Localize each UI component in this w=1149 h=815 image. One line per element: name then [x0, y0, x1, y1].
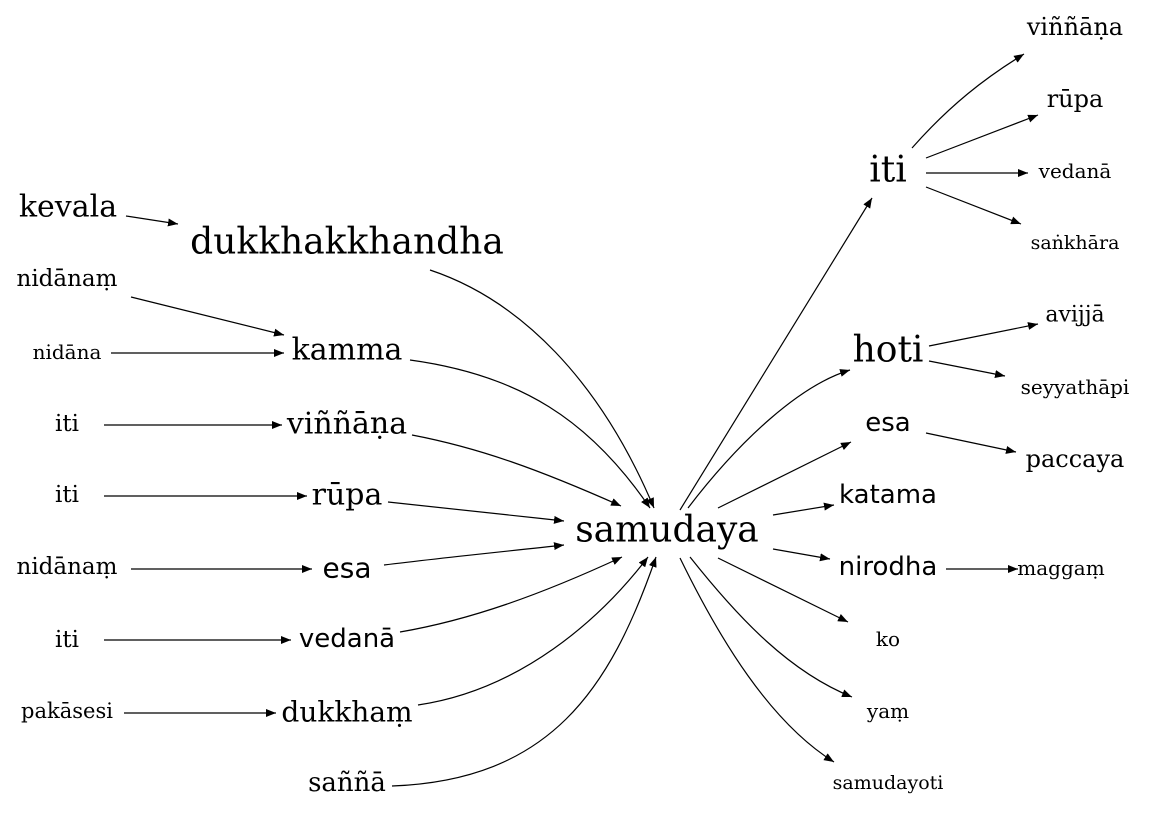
- node-hoti: hoti: [853, 330, 924, 371]
- node-rupa-right: rūpa: [1047, 85, 1104, 113]
- node-iti-left-2: iti: [55, 482, 79, 508]
- node-nidanam-1: nidānaṃ: [17, 266, 118, 292]
- node-vedana-right: vedanā: [1038, 159, 1112, 183]
- edge-samudaya-to-yam: [689, 556, 853, 698]
- edge-iti-right-to-vinnana-right: [911, 53, 1025, 149]
- edge-hoti-to-seyyathapi: [928, 360, 1006, 378]
- node-sanna: saññā: [308, 768, 386, 798]
- edge-vinnana-left-to-samudaya: [411, 434, 622, 507]
- node-samudayoti: samudayoti: [833, 772, 944, 794]
- node-seyyathapi: seyyathāpi: [1021, 375, 1130, 399]
- node-avijja: avijjā: [1045, 303, 1104, 328]
- edge-samudaya-to-nirodha: [772, 548, 831, 562]
- edge-kevala-to-dukkhakkhandha: [125, 215, 179, 227]
- edges-layer: [104, 53, 1039, 787]
- node-nidanam-2: nidānaṃ: [17, 554, 118, 580]
- node-yam: yaṃ: [866, 699, 909, 723]
- edge-vedana-left-to-samudaya: [399, 556, 623, 633]
- node-iti-right: iti: [869, 150, 907, 191]
- edge-iti-right-to-rupa-right: [925, 114, 1039, 159]
- edge-samudaya-to-iti-right: [679, 197, 873, 511]
- node-dukkhakkhandha: dukkhakkhandha: [190, 222, 504, 263]
- edge-sanna-to-samudaya: [391, 556, 657, 787]
- edge-kamma-to-samudaya: [409, 359, 651, 509]
- node-rupa-left: rūpa: [312, 478, 383, 513]
- nodes-layer: samudaya kevala dukkhakkhandha nidānaṃ n…: [17, 13, 1130, 798]
- node-vinnana-left: viññāṇa: [286, 407, 407, 442]
- node-sankhara: saṅkhāra: [1031, 232, 1120, 254]
- edge-esa-left-to-samudaya: [383, 542, 565, 566]
- edge-hoti-to-avijja: [928, 322, 1039, 347]
- edge-samudaya-to-katama: [772, 502, 835, 516]
- node-maggam: maggaṃ: [1017, 556, 1104, 580]
- edge-nidanam-1-to-kamma: [130, 296, 285, 337]
- node-esa-right: esa: [865, 408, 910, 438]
- node-iti-left-1: iti: [55, 411, 79, 437]
- edge-dukkham-to-samudaya: [417, 556, 649, 706]
- edge-samudaya-to-hoti: [687, 369, 851, 509]
- node-nidana: nidāna: [33, 340, 102, 364]
- edge-esa-right-to-paccaya: [925, 432, 1017, 454]
- node-ko: ko: [876, 627, 900, 651]
- edge-samudaya-to-esa-right: [717, 441, 852, 509]
- node-paccaya: paccaya: [1026, 445, 1125, 473]
- node-iti-left-3: iti: [55, 627, 79, 653]
- edge-iti-right-to-sankhara: [925, 186, 1022, 225]
- node-esa-left: esa: [323, 552, 372, 585]
- edge-dukkhakkhandha-to-samudaya: [429, 269, 655, 509]
- node-vedana-left: vedanā: [299, 624, 395, 654]
- node-vinnana-right: viññāṇa: [1026, 13, 1123, 41]
- node-katama: katama: [839, 480, 937, 510]
- edge-samudaya-to-samudayoti: [679, 557, 835, 763]
- node-pakasesi: pakāsesi: [21, 699, 113, 723]
- node-nirodha: nirodha: [839, 552, 938, 582]
- edge-rupa-left-to-samudaya: [387, 501, 565, 524]
- node-kamma: kamma: [292, 333, 403, 368]
- node-kevala: kevala: [19, 190, 117, 225]
- node-dukkham: dukkhaṃ: [281, 696, 412, 729]
- edge-samudaya-to-ko: [717, 557, 849, 623]
- node-samudaya: samudaya: [575, 510, 759, 551]
